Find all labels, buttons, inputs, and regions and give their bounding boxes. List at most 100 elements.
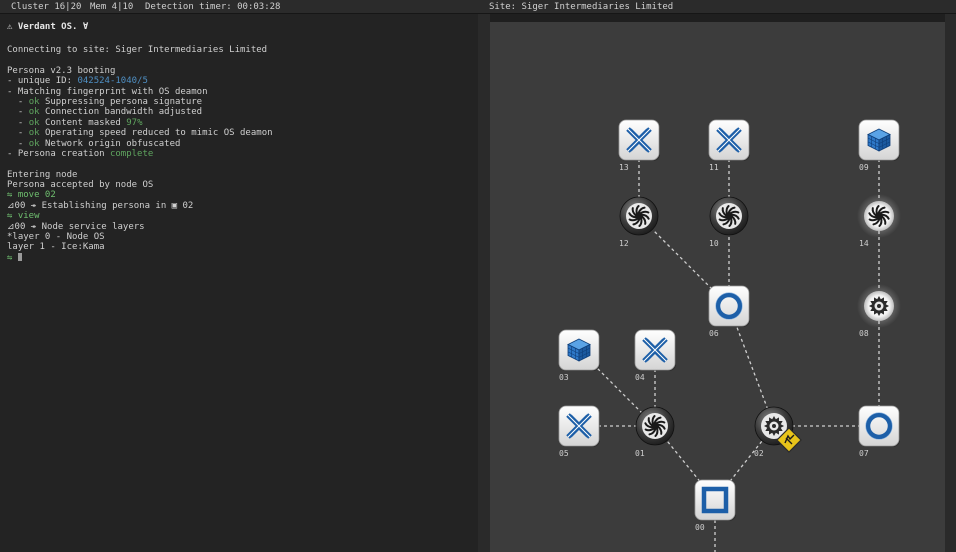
- spiral-virus-icon: [709, 196, 749, 236]
- terminal-line: ⊿00 ↠ Establishing persona in ▣ 02: [7, 201, 472, 211]
- node-label: 08: [859, 329, 869, 338]
- network-map-canvas: 00 01 02 03 04 05 06 07 08 09 10 11 12 13 14: [558, 119, 901, 552]
- terminal-line: - Matching fingerprint with OS deamon: [7, 87, 472, 97]
- gear-light-icon: [857, 284, 901, 328]
- terminal-line: [7, 55, 472, 65]
- terminal-line: ⇋ move 02: [7, 190, 472, 200]
- terminal-line-text: -: [7, 128, 29, 139]
- node-14[interactable]: 14: [857, 194, 901, 248]
- terminal-line: ⊿00 ↠ Node service layers: [7, 222, 472, 232]
- ring-icon: [858, 405, 900, 447]
- terminal-line-text: -: [7, 138, 29, 149]
- node-02[interactable]: 02: [754, 406, 802, 458]
- node-03[interactable]: 03: [558, 329, 600, 382]
- square-node-icon: [694, 479, 736, 521]
- warning-diamond-icon: [776, 427, 802, 453]
- nodes-layer: 00 01 02 03 04 05 06 07 08 09 10 11 12 13 14: [558, 119, 901, 532]
- node-label: 11: [709, 163, 719, 172]
- terminal-line-text: Entering node: [7, 169, 78, 180]
- site-title: Site: Siger Intermediaries Limited: [489, 2, 674, 12]
- text-cursor: [17, 252, 22, 261]
- terminal-line: layer 1 - Ice:Kama: [7, 242, 472, 252]
- node-04[interactable]: 04: [634, 329, 676, 382]
- memory-indicator: Mem 4|10: [90, 2, 134, 12]
- terminal-line: Persona v2.3 booting: [7, 66, 472, 76]
- right-gutter: [945, 14, 956, 552]
- node-07[interactable]: 07: [858, 405, 900, 458]
- node-11[interactable]: 11: [708, 119, 750, 172]
- node-label: 00: [695, 523, 705, 532]
- cluster-indicator: Cluster 16|20: [11, 2, 82, 12]
- node-13[interactable]: 13: [618, 119, 660, 172]
- terminal-line-text: Persona accepted by node OS: [7, 180, 154, 191]
- terminal-highlight: ok: [28, 107, 40, 118]
- terminal-line: - Persona creation complete: [7, 149, 472, 159]
- node-label: 03: [559, 373, 569, 382]
- terminal-line-text: ⊿00 ↠ Node service layers: [7, 221, 145, 232]
- terminal-highlight: 042524-1040/5: [77, 76, 148, 87]
- node-label: 02: [754, 449, 764, 458]
- x-icon: [634, 329, 676, 371]
- terminal-line-text: Content masked: [39, 117, 127, 128]
- x-icon: [558, 405, 600, 447]
- terminal-line-text: ⊿00 ↠ Establishing persona in ▣ 02: [7, 200, 194, 211]
- node-00[interactable]: 00: [694, 479, 736, 532]
- terminal-panel[interactable]: ⚠ Verdant OS. ∀ Connecting to site: Sige…: [0, 14, 478, 552]
- terminal-line-text: layer 1 - Ice:Kama: [7, 242, 105, 253]
- terminal-line: Entering node: [7, 170, 472, 180]
- spiral-virus-icon: [635, 406, 675, 446]
- terminal-highlight: complete: [109, 148, 154, 159]
- terminal-line-text: -: [7, 96, 29, 107]
- terminal-line: - ok Connection bandwidth adjusted: [7, 107, 472, 117]
- terminal-line: ⇋ view: [7, 211, 472, 221]
- detection-timer: Detection timer: 00:03:28: [145, 2, 281, 12]
- node-label: 13: [619, 163, 629, 172]
- terminal-highlight: ok: [28, 138, 40, 149]
- terminal-line: *layer 0 - Node OS: [7, 232, 472, 242]
- terminal-line: - ok Network origin obfuscated: [7, 139, 472, 149]
- node-label: 05: [559, 449, 569, 458]
- terminal-highlight: ok: [28, 96, 40, 107]
- node-10[interactable]: 10: [709, 196, 749, 248]
- node-12[interactable]: 12: [619, 196, 659, 248]
- terminal-line-text: - unique ID:: [7, 76, 78, 87]
- status-bar: Cluster 16|20 Mem 4|10 Detection timer: …: [0, 0, 956, 14]
- terminal-line-text: Connection bandwidth adjusted: [39, 107, 203, 118]
- terminal-prompt[interactable]: ⇋: [7, 252, 472, 263]
- ring-icon: [708, 285, 750, 327]
- node-label: 01: [635, 449, 645, 458]
- terminal-line: Persona accepted by node OS: [7, 180, 472, 190]
- node-05[interactable]: 05: [558, 405, 600, 458]
- prompt-symbol: ⇋: [7, 252, 18, 263]
- terminal-title: ⚠ Verdant OS. ∀: [7, 22, 89, 32]
- terminal-highlight: ok: [28, 128, 40, 139]
- node-label: 04: [635, 373, 645, 382]
- terminal-highlight: ⇋ view: [7, 211, 40, 222]
- terminal-line-text: -: [7, 107, 29, 118]
- cube-icon: [558, 329, 600, 371]
- node-06[interactable]: 06: [708, 285, 750, 338]
- terminal-line-text: -: [7, 117, 29, 128]
- terminal-line-text: - Matching fingerprint with OS deamon: [7, 86, 208, 97]
- terminal-line-text: Suppressing persona signature: [39, 96, 203, 107]
- node-label: 09: [859, 163, 869, 172]
- x-icon: [618, 119, 660, 161]
- cube-icon: [858, 119, 900, 161]
- terminal-line: - ok Suppressing persona signature: [7, 97, 472, 107]
- terminal-highlight: ⇋ move 02: [7, 190, 56, 201]
- terminal-line-text: - Persona creation: [7, 148, 110, 159]
- node-09[interactable]: 09: [858, 119, 900, 172]
- terminal-line-text: Persona v2.3 booting: [7, 65, 116, 76]
- panel-divider: [478, 14, 490, 552]
- terminal-line: - ok Content masked 97%: [7, 118, 472, 128]
- node-01[interactable]: 01: [635, 406, 675, 458]
- terminal-line-text: Operating speed reduced to mimic OS deam…: [39, 128, 273, 139]
- terminal-output: Connecting to site: Siger Intermediaries…: [7, 45, 472, 263]
- terminal-line: - ok Operating speed reduced to mimic OS…: [7, 128, 472, 138]
- node-label: 12: [619, 239, 629, 248]
- terminal-line-text: *layer 0 - Node OS: [7, 232, 105, 243]
- node-08[interactable]: 08: [857, 284, 901, 338]
- terminal-line: Connecting to site: Siger Intermediaries…: [7, 45, 472, 55]
- terminal-line-text: Network origin obfuscated: [39, 138, 181, 149]
- network-map[interactable]: 00 01 02 03 04 05 06 07 08 09 10 11 12 13 14: [490, 22, 945, 552]
